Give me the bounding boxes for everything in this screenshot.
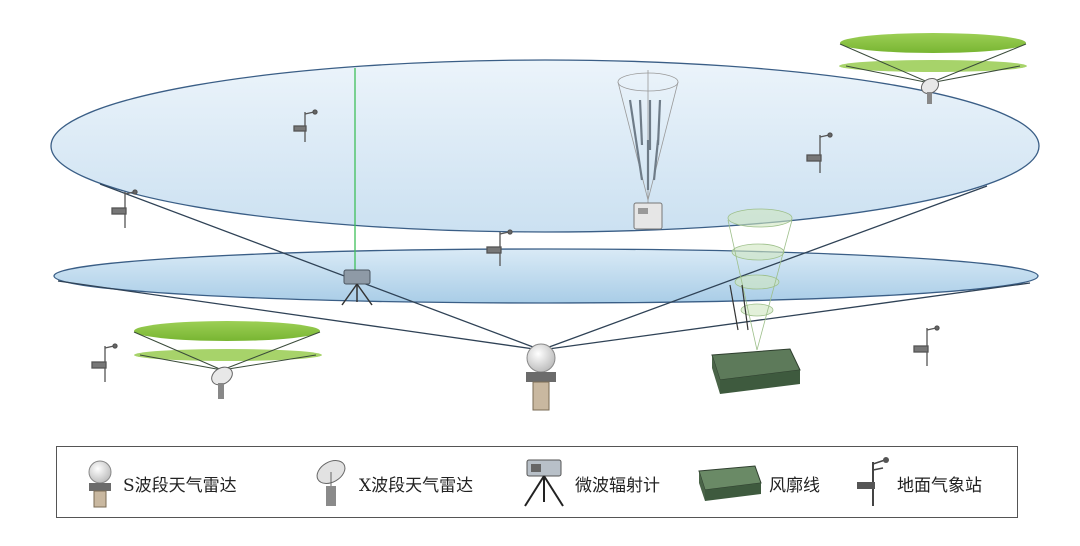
lower-coverage-disk [53, 248, 1039, 304]
upper-coverage-disk [50, 59, 1040, 233]
wind-profiler-icon [698, 465, 762, 501]
legend-item-microwave-radiometer: 微波辐射计 [517, 447, 660, 519]
legend-label: X波段天气雷达 [359, 475, 474, 496]
s-band-radar-icon [88, 460, 112, 508]
radar-link-lines [57, 183, 1031, 351]
surface-station-icon [857, 457, 889, 506]
legend-item-wind-profiler: 风廓线 [697, 447, 820, 519]
s-band-radar [526, 343, 556, 411]
legend-item-surface-station: 地面气象站 [851, 447, 982, 519]
x-band-radar-icon [316, 460, 346, 506]
legend-item-s-band-radar: S波段天气雷达 [83, 447, 237, 519]
wind-profiler-arrows [729, 284, 749, 331]
microwave-radiometer [341, 269, 373, 306]
legend: S波段天气雷达 X波段天气雷达 微波辐射计 风廓线 [56, 446, 1018, 518]
legend-label: 风廓线 [769, 475, 820, 496]
vertical-profile-beam [617, 70, 679, 205]
legend-label: S波段天气雷达 [123, 475, 237, 496]
legend-label: 地面气象站 [897, 475, 982, 496]
wind-profiler-cones [727, 208, 793, 351]
microwave-radiometer-icon [524, 459, 564, 507]
x-band-radar-bottom-left [133, 321, 322, 399]
legend-label: 微波辐射计 [575, 475, 660, 496]
surface-station [91, 109, 940, 382]
wind-profiler-unit [711, 348, 801, 394]
x-band-radar-top-right [839, 33, 1027, 104]
profiler-unit [633, 202, 663, 230]
legend-item-x-band-radar: X波段天气雷达 [309, 447, 473, 519]
